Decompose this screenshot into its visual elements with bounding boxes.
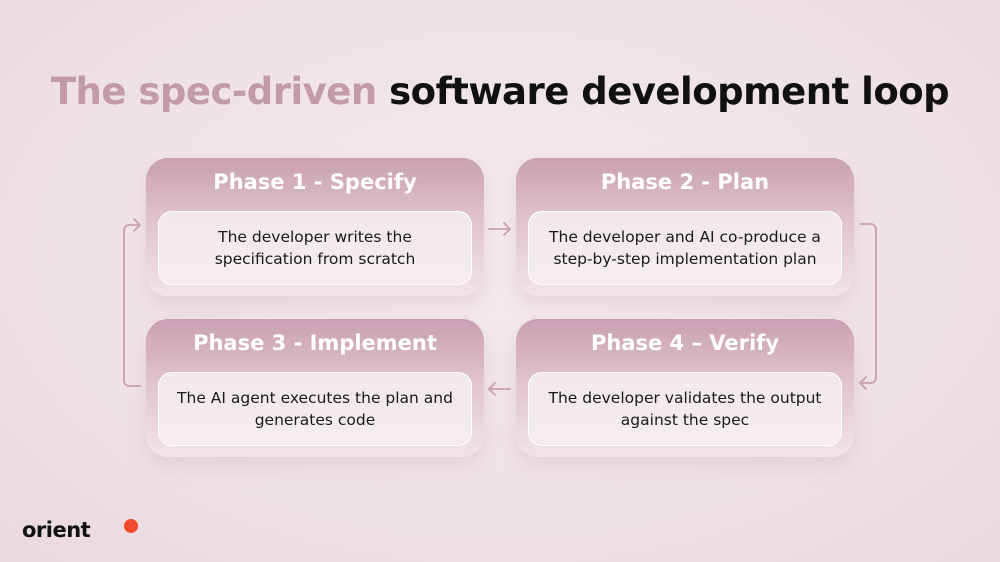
arrow-phase2-to-phase4 — [859, 223, 877, 390]
title-rest: software development loop — [389, 70, 950, 113]
phase-3-card: Phase 3 - Implement The AI agent execute… — [146, 319, 484, 457]
logo-dot-icon — [124, 519, 138, 533]
arrow-phase3-to-phase1 — [123, 218, 141, 387]
phase-4-title: Phase 4 – Verify — [590, 331, 780, 355]
phase-1-card: Phase 1 - Specify The developer writes t… — [146, 158, 484, 296]
page-title: The spec-driven software development loo… — [0, 70, 1000, 113]
title-accent: The spec-driven — [50, 70, 377, 113]
phase-3-title: Phase 3 - Implement — [193, 331, 437, 355]
arrow-phase4-to-phase3 — [488, 382, 511, 396]
phase-2-title: Phase 2 - Plan — [600, 170, 770, 194]
phase-4-description: The developer validates the output again… — [528, 372, 842, 446]
phase-4-card: Phase 4 – Verify The developer validates… — [516, 319, 854, 457]
phase-3-description: The AI agent executes the plan and gener… — [158, 372, 472, 446]
arrow-phase1-to-phase2 — [488, 222, 511, 236]
brand-logo: orient — [22, 518, 91, 542]
phase-2-description: The developer and AI co-produce a step-b… — [528, 211, 842, 285]
phase-2-card: Phase 2 - Plan The developer and AI co-p… — [516, 158, 854, 296]
phase-1-description: The developer writes the specification f… — [158, 211, 472, 285]
phase-1-title: Phase 1 - Specify — [213, 170, 417, 194]
